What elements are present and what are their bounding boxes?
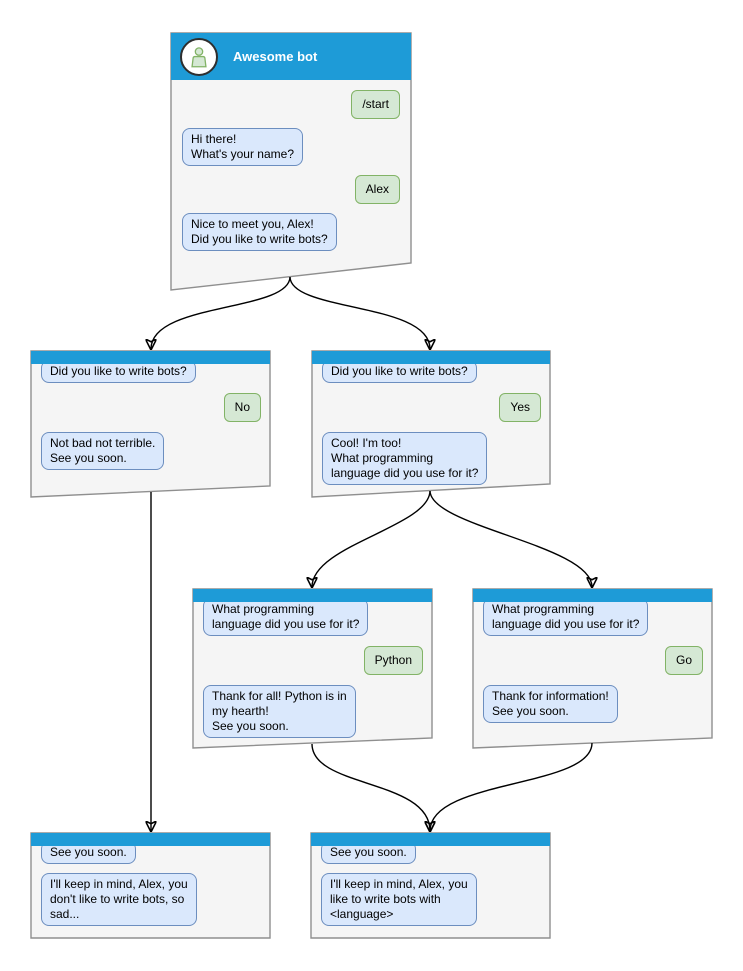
chat-window-lang-python: What programming language did you use fo… <box>192 588 433 749</box>
bot-message-bubble: Hi there! What's your name? <box>182 128 304 166</box>
user-message-bubble: Python <box>363 646 423 675</box>
user-message-bubble: No <box>223 393 261 422</box>
bot-title: Awesome bot <box>233 49 318 64</box>
bot-message-bubble: Nice to meet you, Alex! Did you like to … <box>182 213 337 251</box>
chat-header <box>312 351 550 364</box>
user-message-bubble: Yes <box>499 393 541 422</box>
chat-window-lang-go: What programming language did you use fo… <box>472 588 713 749</box>
bot-message-bubble: Not bad not terrible. See you soon. <box>41 432 165 470</box>
user-message-bubble: Alex <box>354 175 400 204</box>
bot-message-bubble: I'll keep in mind, Alex, you don't like … <box>41 873 197 926</box>
chat-window-branch-yes: Did you like to write bots? Yes Cool! I'… <box>311 350 551 498</box>
edge-yes-to-python <box>312 490 431 587</box>
chat-window-end-yes: See you soon. I'll keep in mind, Alex, y… <box>310 832 551 939</box>
chat-header <box>473 589 712 602</box>
bot-message-bubble: What programming language did you use fo… <box>203 598 369 636</box>
bot-message-bubble: I'll keep in mind, Alex, you like to wri… <box>321 873 477 926</box>
chat-header <box>193 589 432 602</box>
chat-header: Awesome bot <box>171 33 411 80</box>
bot-message-bubble: What programming language did you use fo… <box>483 598 649 636</box>
bot-message-bubble: Cool! I'm too! What programming language… <box>322 432 488 485</box>
user-message-bubble: /start <box>351 90 400 119</box>
bot-message-bubble: Thank for information! See you soon. <box>483 685 618 723</box>
avatar <box>180 37 218 76</box>
bot-message-bubble: See you soon. <box>321 841 416 864</box>
chat-window-branch-no: Did you like to write bots? No Not bad n… <box>30 350 271 498</box>
chat-header <box>31 351 270 364</box>
bot-message-bubble: Thank for all! Python is in my hearth! S… <box>203 685 356 738</box>
chat-header <box>31 833 270 846</box>
bot-message-bubble: Did you like to write bots? <box>41 360 196 383</box>
chat-window-end-no: See you soon. I'll keep in mind, Alex, y… <box>30 832 271 939</box>
chat-header <box>311 833 550 846</box>
chat-window-start: Awesome bot /start Hi there! What's your… <box>170 32 412 291</box>
person-icon <box>191 46 207 67</box>
edge-python-to-end <box>311 743 430 831</box>
edge-go-to-end <box>430 742 593 831</box>
user-message-bubble: Go <box>664 646 703 675</box>
edge-yes-to-go <box>429 490 592 587</box>
